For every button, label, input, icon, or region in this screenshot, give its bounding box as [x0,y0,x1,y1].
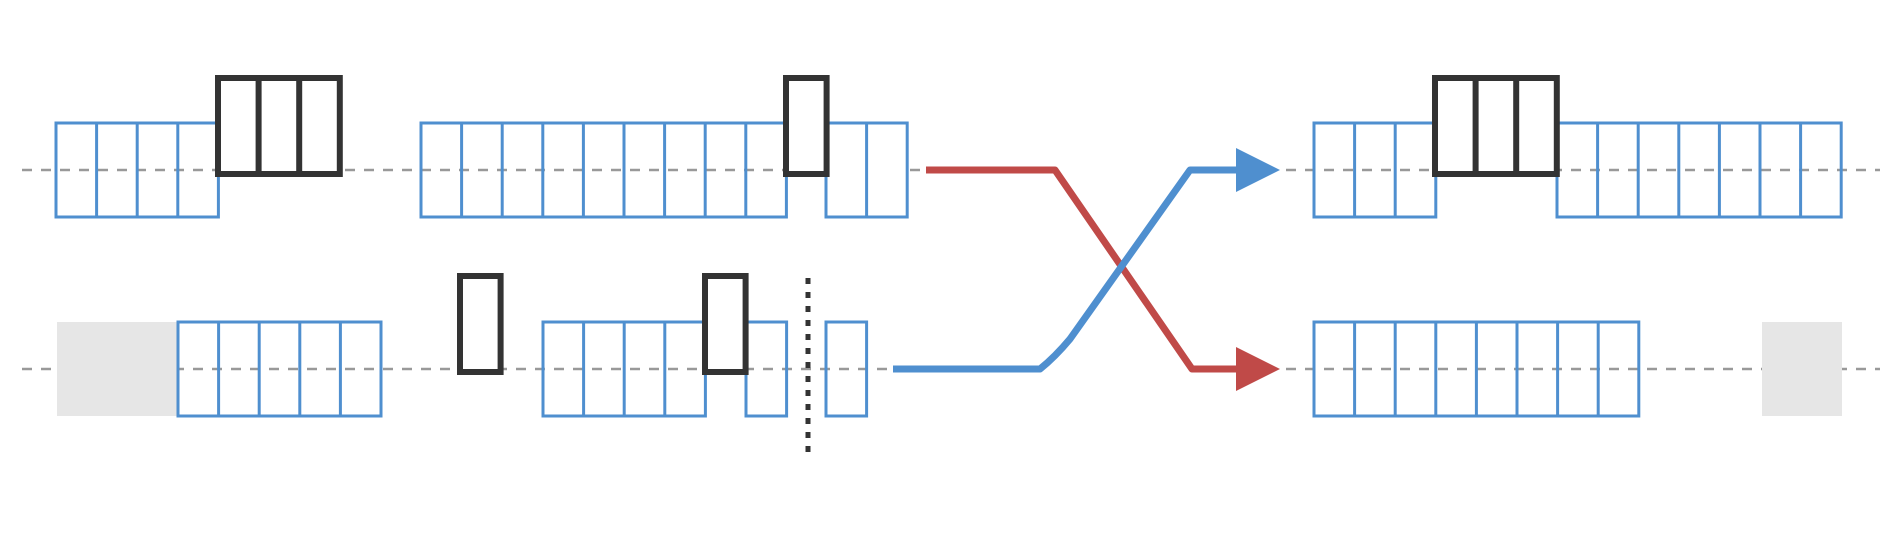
blue-crossing-arrow [893,166,1240,373]
before-top-marker-1 [215,75,343,177]
before-bottom-block-1 [176,320,383,418]
red-crossing-arrow [926,166,1240,373]
before-bottom-shaded-region-1 [57,322,178,416]
before-bottom-marker-1 [457,273,504,375]
after-top-marker-1 [1432,75,1560,177]
before-bottom-block-4 [824,320,869,418]
after-bottom-shaded-region-1 [1762,322,1842,416]
before-bottom-marker-2 [702,273,749,375]
blue-crossing-arrow-head [1236,148,1280,192]
red-crossing-arrow-head [1236,347,1280,391]
before-top-marker-2 [783,75,830,177]
